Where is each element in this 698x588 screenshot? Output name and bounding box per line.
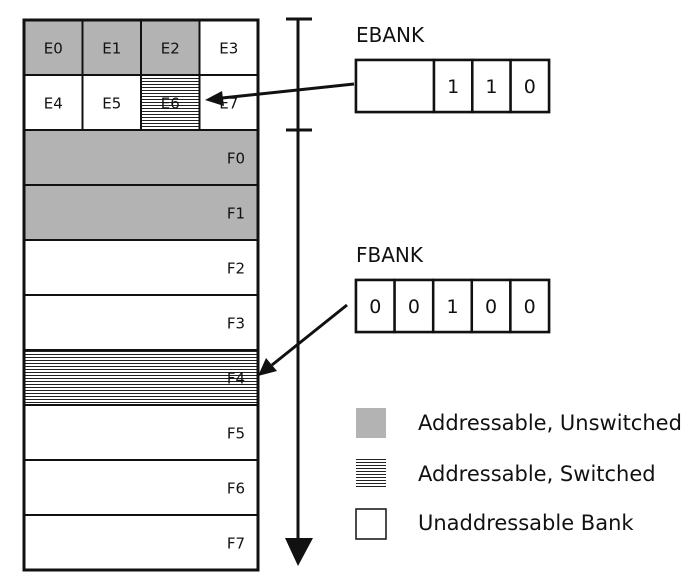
bank-label-f3: F3 (227, 315, 245, 333)
fbank-bit-value: 1 (446, 296, 458, 318)
fbank-pointer-arrow (258, 303, 348, 376)
fbank-bit-value: 0 (485, 296, 497, 318)
ebank-bit-value: 1 (485, 76, 497, 98)
legend-label-unaddressable: Unaddressable Bank (418, 511, 634, 535)
ebank-bit-cell (354, 58, 436, 114)
fbank-bit-value: 0 (369, 296, 381, 318)
axis-arrowhead (285, 538, 313, 566)
bank-label-e5: E5 (102, 95, 121, 113)
fbank-bits: 0 0 1 0 0 (354, 278, 551, 334)
bank-label-f7: F7 (227, 535, 245, 553)
bank-cell-f5 (23, 404, 259, 461)
memory-grid-border (22, 18, 260, 572)
bank-label-f2: F2 (227, 260, 245, 278)
bank-label-e6: E6 (161, 95, 180, 113)
fbank-bit-cell (354, 278, 396, 334)
ebank-pointer-arrow (205, 82, 355, 106)
bank-cell-e4 (23, 74, 84, 131)
bank-label-f0: F0 (227, 150, 245, 168)
bank-cell-e6 (140, 74, 201, 131)
ebank-title: EBANK (356, 23, 425, 47)
legend-swatch-switched (356, 459, 386, 489)
bank-cell-f7 (23, 514, 259, 571)
bank-cell-f2 (23, 239, 259, 296)
bank-cell-f0 (23, 129, 259, 186)
bank-label-f4: F4 (227, 370, 245, 388)
bank-cell-f3 (23, 294, 259, 351)
ebank-bit-value: 1 (447, 76, 459, 98)
bank-label-e1: E1 (102, 40, 121, 58)
legend-swatch-unaddressable (355, 508, 387, 540)
bank-label-e3: E3 (219, 40, 238, 58)
fbank-bit-cell (431, 278, 474, 334)
bank-label-f5: F5 (227, 425, 245, 443)
legend-swatch-unswitched (356, 408, 386, 438)
legend-label-unswitched: Addressable, Unswitched (418, 411, 682, 435)
bank-label-f1: F1 (227, 205, 245, 223)
address-axis (285, 17, 313, 566)
fbank-bit-value: 0 (524, 296, 536, 318)
ebank-register: EBANK 1 1 0 (354, 23, 551, 114)
fbank-title: FBANK (356, 243, 424, 267)
bank-cell-f6 (23, 459, 259, 516)
legend: Addressable, Unswitched Addressable, Swi… (355, 408, 682, 540)
ebank-bit-value: 0 (524, 76, 536, 98)
ebank-bit-cell (509, 58, 551, 114)
bank-label-e0: E0 (44, 40, 63, 58)
bank-label-e2: E2 (161, 40, 180, 58)
fbank-bit-value: 0 (408, 296, 420, 318)
bank-cell-e2 (140, 19, 201, 76)
bank-cell-f4 (23, 349, 259, 406)
fbank-bit-cell (509, 278, 551, 334)
fbank-bit-cell (393, 278, 435, 334)
ebank-bits: 1 1 0 (354, 58, 551, 114)
legend-label-switched: Addressable, Switched (418, 462, 656, 486)
bank-label-f6: F6 (227, 480, 245, 498)
fbank-register: FBANK 0 0 1 0 0 (354, 243, 551, 334)
bank-cell-e7 (198, 74, 259, 131)
bank-cell-f1 (23, 184, 259, 241)
bank-label-e4: E4 (44, 95, 63, 113)
